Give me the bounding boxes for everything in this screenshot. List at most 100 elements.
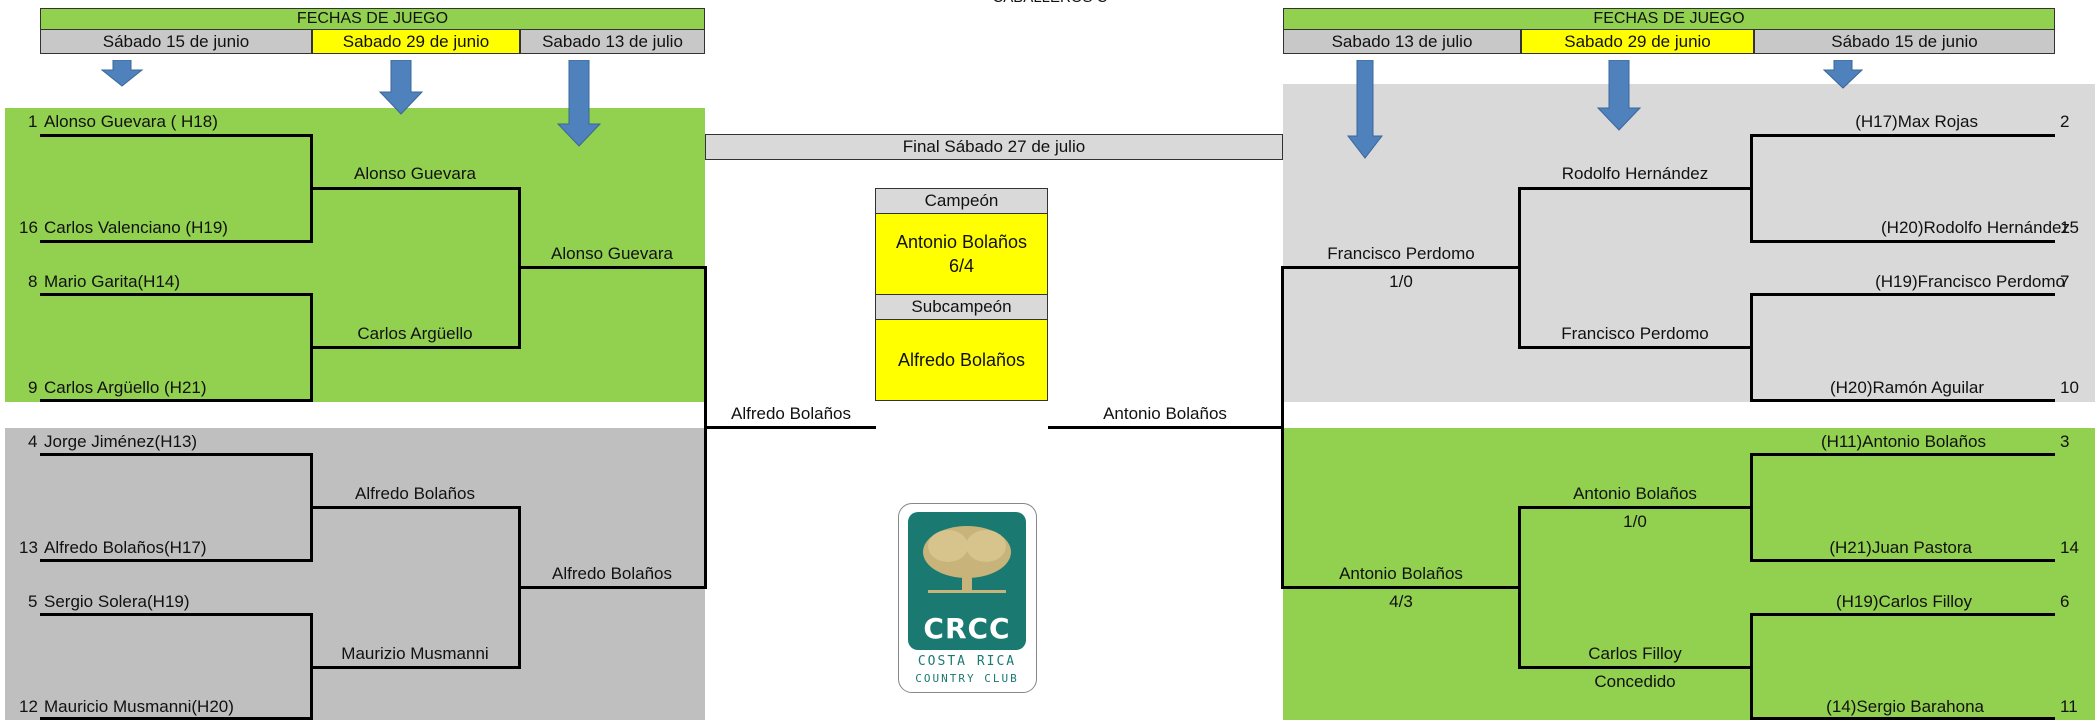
right-r1-seed: 2 bbox=[2060, 112, 2070, 131]
left-r1-player: Jorge Jiménez(H13) bbox=[44, 432, 198, 451]
left-date-round3: Sabado 13 de julio bbox=[520, 30, 705, 54]
bracket-line bbox=[1283, 266, 1521, 269]
bracket-line bbox=[1750, 717, 2055, 720]
left-lower-zone bbox=[5, 428, 705, 720]
left-r3-winner: Alfredo Bolaños bbox=[551, 564, 673, 583]
right-r2-winner: Rodolfo Hernández bbox=[1561, 164, 1709, 183]
right-r2-winner: Francisco Perdomo bbox=[1561, 324, 1709, 343]
right-r1-seed: 7 bbox=[2060, 272, 2070, 291]
right-r2-score: Concedido bbox=[1594, 672, 1676, 691]
bracket-line bbox=[310, 346, 521, 349]
champion-score: 6/4 bbox=[948, 256, 975, 276]
left-r1-seed: 1 bbox=[28, 112, 38, 131]
bracket-line bbox=[1750, 134, 2055, 137]
right-r1-player: (H11)Antonio Bolaños bbox=[1820, 432, 1986, 451]
right-r3-winner: Antonio Bolaños bbox=[1339, 564, 1463, 583]
bracket-line bbox=[1283, 586, 1521, 589]
bracket-line bbox=[518, 586, 706, 589]
bracket-line bbox=[310, 187, 521, 190]
bracket-line bbox=[1750, 240, 2055, 243]
bracket-line bbox=[518, 266, 706, 269]
right-r2-winner: Antonio Bolaños bbox=[1573, 484, 1697, 503]
club-logo: CRCC COSTA RICA COUNTRY CLUB bbox=[898, 503, 1037, 693]
right-r3-winner: Francisco Perdomo bbox=[1327, 244, 1475, 263]
page-title: CABALLEROS C bbox=[940, 0, 1160, 8]
right-upper-zone bbox=[1283, 84, 2095, 402]
bracket-line bbox=[40, 240, 312, 243]
right-r1-seed: 10 bbox=[2060, 378, 2079, 397]
left-r1-player: Sergio Solera(H19) bbox=[44, 592, 190, 611]
left-r1-player: Mauricio Musmanni(H20) bbox=[44, 697, 234, 716]
left-r1-player: Alfredo Bolaños(H17) bbox=[44, 538, 207, 557]
left-r1-player: Carlos Argüello (H21) bbox=[44, 378, 207, 397]
right-r1-player: (H17)Max Rojas bbox=[1855, 112, 1978, 131]
bracket-line bbox=[1518, 187, 1753, 190]
right-r1-seed: 11 bbox=[2060, 697, 2078, 716]
bracket-line bbox=[1750, 453, 2055, 456]
right-r3-score: 4/3 bbox=[1389, 592, 1413, 611]
bracket-line bbox=[1750, 293, 2055, 296]
bracket-line bbox=[40, 613, 312, 616]
right-finalist: Antonio Bolaños bbox=[1103, 404, 1227, 423]
logo-acronym: CRCC bbox=[923, 612, 1011, 645]
bracket-line bbox=[1518, 346, 1753, 349]
left-r2-winner: Alfredo Bolaños bbox=[354, 484, 476, 503]
down-arrow-icon bbox=[556, 60, 602, 147]
left-schedule-header: FECHAS DE JUEGO Sábado 15 de junio Sabad… bbox=[40, 8, 705, 54]
bracket-line bbox=[40, 717, 312, 720]
left-r1-player: Mario Garita(H14) bbox=[44, 272, 181, 291]
left-r1-seed: 9 bbox=[28, 378, 38, 397]
bracket-line bbox=[1750, 559, 2055, 562]
right-r1-seed: 15 bbox=[2060, 218, 2079, 237]
right-lower-zone bbox=[1283, 428, 2095, 720]
down-arrow-icon bbox=[1347, 60, 1383, 159]
left-r3-winner: Alonso Guevara bbox=[551, 244, 673, 263]
bracket-line bbox=[1518, 666, 1753, 669]
left-header-title: FECHAS DE JUEGO bbox=[40, 8, 705, 30]
logo-line1: COSTA RICA bbox=[917, 654, 1017, 669]
left-upper-zone bbox=[5, 108, 705, 402]
champion-box: Antonio Bolaños 6/4 bbox=[875, 213, 1048, 295]
bracket-line bbox=[1048, 426, 1284, 429]
bracket-line bbox=[40, 453, 312, 456]
right-r2-winner: Carlos Filloy bbox=[1588, 644, 1682, 663]
left-r1-seed: 5 bbox=[28, 592, 38, 611]
right-r1-player: (14)Sergio Barahona bbox=[1826, 697, 1984, 716]
left-r1-player: Alonso Guevara ( H18) bbox=[44, 112, 218, 131]
left-r2-winner: Alonso Guevara bbox=[354, 164, 476, 183]
down-arrow-icon bbox=[100, 60, 144, 87]
bracket-line bbox=[40, 399, 312, 402]
right-r1-player: (H20)Ramón Aguilar bbox=[1829, 378, 1984, 397]
right-r1-player: (H19)Francisco Perdomo bbox=[1875, 272, 2065, 291]
right-r1-player: (H20)Rodolfo Hernández bbox=[1881, 218, 2070, 237]
left-r1-seed: 8 bbox=[28, 272, 38, 291]
right-r2-score: 1/0 bbox=[1623, 512, 1647, 531]
bracket-line bbox=[310, 506, 521, 509]
left-r1-seed: 16 bbox=[19, 218, 38, 237]
left-r1-seed: 4 bbox=[28, 432, 38, 451]
right-date-round1: Sábado 15 de junio bbox=[1754, 30, 2055, 54]
right-r1-player: (H21)Juan Pastora bbox=[1829, 538, 1972, 557]
right-header-title: FECHAS DE JUEGO bbox=[1283, 8, 2055, 30]
bracket-line bbox=[1518, 506, 1753, 509]
bracket-line bbox=[40, 134, 312, 137]
final-date-label: Final Sábado 27 de julio bbox=[705, 134, 1283, 160]
right-date-round3: Sabado 13 de julio bbox=[1283, 30, 1521, 54]
bracket-line bbox=[40, 293, 312, 296]
runnerup-name: Alfredo Bolaños bbox=[897, 349, 1026, 370]
down-arrow-icon bbox=[378, 60, 424, 115]
right-r3-score: 1/0 bbox=[1389, 272, 1413, 291]
left-r1-seed: 13 bbox=[19, 538, 38, 557]
right-r1-seed: 3 bbox=[2060, 432, 2070, 451]
left-r1-seed: 12 bbox=[19, 697, 38, 716]
bracket-line bbox=[1750, 399, 2055, 402]
champion-name: Antonio Bolaños bbox=[895, 232, 1028, 252]
logo-line2: COUNTRY CLUB bbox=[915, 672, 1019, 685]
bracket-line bbox=[40, 559, 312, 562]
left-finalist: Alfredo Bolaños bbox=[730, 404, 852, 423]
left-r2-winner: Carlos Argüello bbox=[357, 324, 473, 343]
bracket-line bbox=[704, 426, 876, 429]
tree-icon: CRCC bbox=[908, 512, 1026, 650]
right-schedule-header: FECHAS DE JUEGO Sabado 13 de julio Sabad… bbox=[1283, 8, 2055, 54]
champion-label: Campeón bbox=[875, 188, 1048, 214]
